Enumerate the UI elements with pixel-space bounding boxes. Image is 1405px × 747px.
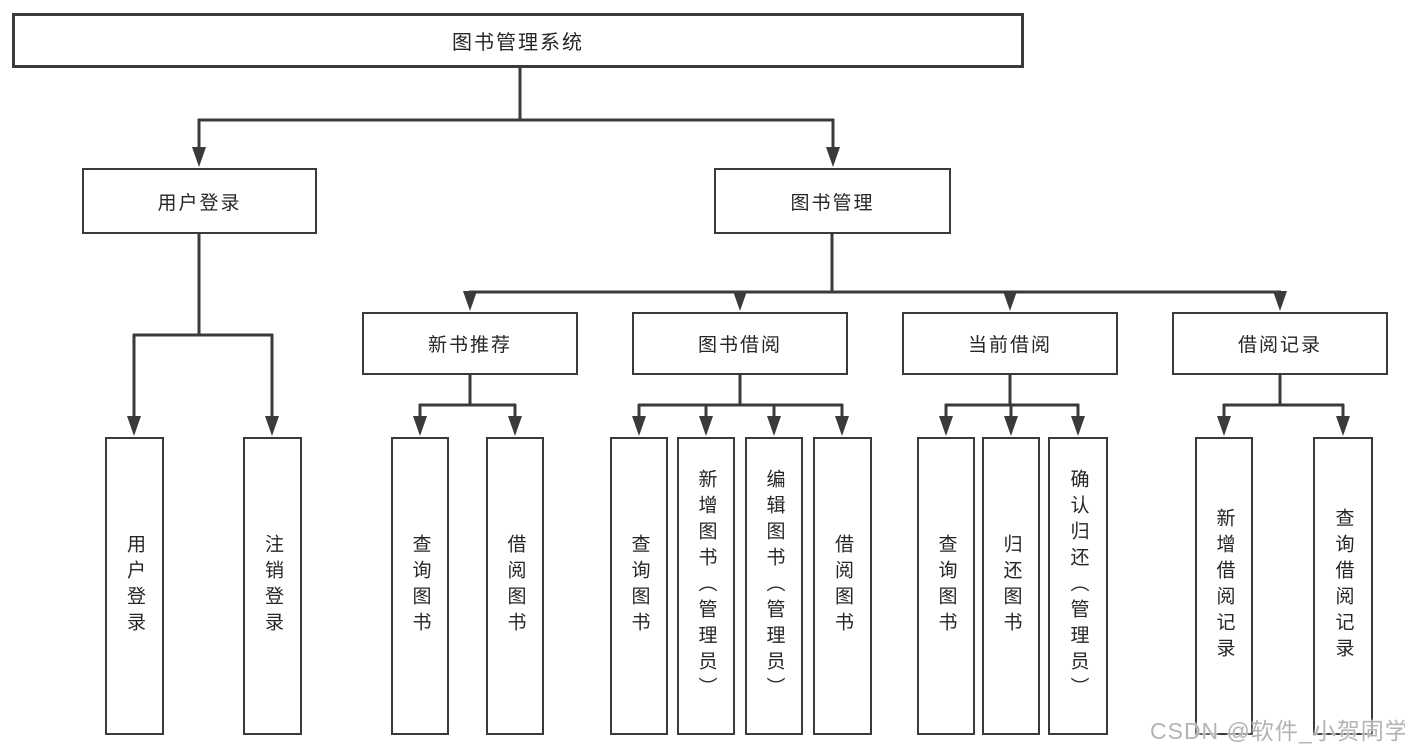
node-new-book-recommend: 新书推荐 xyxy=(362,312,578,375)
node-current-borrow: 当前借阅 xyxy=(902,312,1118,375)
leaf-query-books-recommend: 查询图书 xyxy=(391,437,449,735)
connector-root xyxy=(197,68,835,150)
leaf-confirm-return-admin: 确认归还（管理员） xyxy=(1048,437,1108,735)
leaf-return-books: 归还图书 xyxy=(982,437,1040,735)
arrowheads xyxy=(127,147,1350,436)
leaf-logout: 注销登录 xyxy=(243,437,302,735)
connector-current-borrow xyxy=(944,375,1080,418)
csdn-watermark: CSDN @软件_小贺同学 xyxy=(1150,718,1405,744)
node-system-root: 图书管理系统 xyxy=(12,13,1024,68)
leaf-query-books-current: 查询图书 xyxy=(917,437,975,735)
connector-borrow-record xyxy=(1222,375,1345,418)
leaf-user-login: 用户登录 xyxy=(105,437,164,735)
leaf-borrow-books: 借阅图书 xyxy=(813,437,872,735)
connector-new-book xyxy=(418,375,517,418)
connector-book-borrow xyxy=(637,375,844,418)
leaf-add-books-admin: 新增图书（管理员） xyxy=(677,437,735,735)
connector-user-login xyxy=(132,234,274,418)
node-borrow-record: 借阅记录 xyxy=(1172,312,1388,375)
leaf-query-borrow-record: 查询借阅记录 xyxy=(1313,437,1373,735)
leaf-query-books-borrow: 查询图书 xyxy=(610,437,668,735)
leaf-add-borrow-record: 新增借阅记录 xyxy=(1195,437,1253,735)
node-user-login: 用户登录 xyxy=(82,168,317,234)
leaf-borrow-books-recommend: 借阅图书 xyxy=(486,437,544,735)
node-book-management: 图书管理 xyxy=(714,168,951,234)
node-book-borrow: 图书借阅 xyxy=(632,312,848,375)
leaf-edit-books-admin: 编辑图书（管理员） xyxy=(745,437,803,735)
connector-book-management xyxy=(468,234,1282,294)
